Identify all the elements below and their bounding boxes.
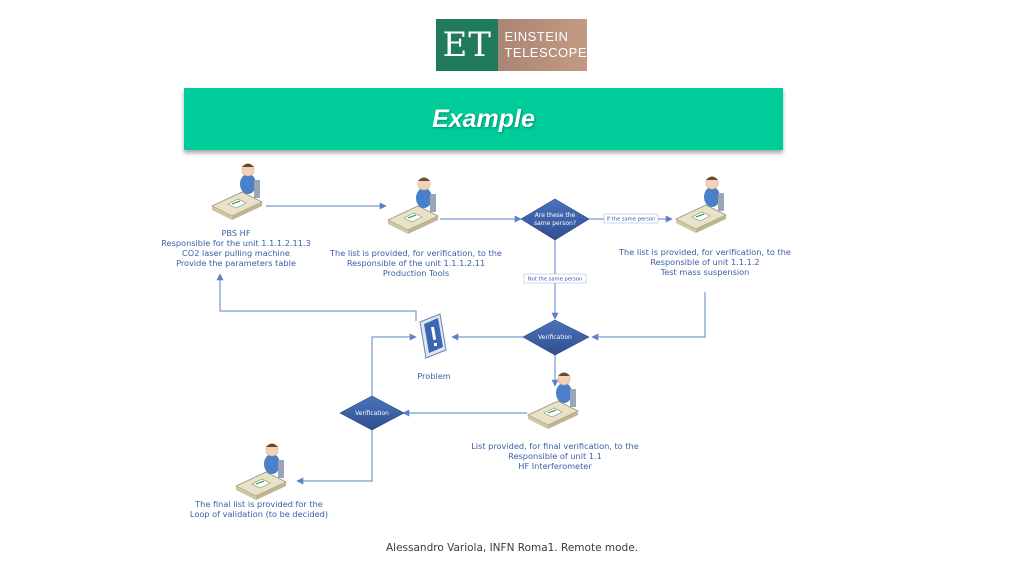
caption-verify1-line2: Responsible of the unit 1.1.1.2.11 [347, 258, 485, 268]
worker-verify2-icon [675, 176, 727, 234]
logo-line1: EINSTEIN [504, 29, 569, 44]
decision-verification-left-label: Verification [355, 410, 389, 417]
caption-verify2-line2: Responsible of unit 1.1.1.2 [650, 257, 759, 267]
edge-label-if-same: If the same person [603, 213, 659, 224]
logo-line2: TELESCOPE [504, 45, 587, 60]
decision-same-person: Are these the same person? [520, 198, 590, 241]
edge-verify2-verification [591, 292, 706, 341]
caption-pbs-line1: PBS HF [221, 228, 250, 238]
caption-problem: Problem [417, 371, 450, 381]
edge-label-not-same: Not the same person [523, 273, 587, 284]
worker-verify1-icon [387, 177, 439, 235]
caption-verify1-line1: The list is provided, for verification, … [329, 248, 502, 258]
worker-finallist-icon [235, 443, 287, 501]
caption-verify1: The list is provided, for verification, … [329, 248, 502, 278]
decision-verification-mid: Verification [522, 319, 590, 356]
caption-final-list-line2: Loop of validation (to be decided) [190, 509, 328, 519]
caption-final-verify-line3: HF Interferometer [518, 461, 592, 471]
caption-verify2: The list is provided, for verification, … [618, 247, 791, 277]
problem-warning-icon [419, 313, 447, 359]
caption-verify2-line3: Test mass suspension [660, 267, 750, 277]
caption-final-list-line1: The final list is provided for the [194, 499, 323, 509]
decision-verification-left: Verification [339, 395, 405, 431]
caption-pbs-line3: CO2 laser pulling machine [182, 248, 290, 258]
logo-initials: ET [436, 19, 499, 71]
et-logo: ET EINSTEIN TELESCOPE [436, 19, 587, 71]
slide-title: Example [432, 104, 535, 133]
edge-label-not-same-text: Not the same person [528, 277, 582, 283]
edge-problem-pbs [216, 273, 417, 321]
title-banner: Example [184, 88, 783, 150]
caption-final-verify-line2: Responsible of unit 1.1 [508, 451, 602, 461]
decision-same-person-line2: same person? [534, 220, 576, 227]
caption-verify2-line1: The list is provided, for verification, … [618, 247, 791, 257]
caption-pbs-line4: Provide the parameters table [176, 258, 296, 268]
edge-verificationleft-finallist [296, 430, 373, 485]
caption-final-verify-line1: List provided, for final verification, t… [471, 441, 639, 451]
caption-final-list: The final list is provided for the Loop … [190, 499, 328, 519]
logo-words: EINSTEIN TELESCOPE [498, 19, 587, 71]
worker-pbs-icon [211, 163, 263, 221]
decision-verification-mid-label: Verification [538, 334, 572, 341]
caption-verify1-line3: Production Tools [383, 268, 449, 278]
caption-pbs-line2: Responsible for the unit 1.1.1.2.11.3 [161, 238, 311, 248]
caption-pbs: PBS HF Responsible for the unit 1.1.1.2.… [161, 228, 311, 268]
edge-label-if-same-text: If the same person [607, 217, 656, 223]
edge-verificationleft-problem [371, 333, 417, 396]
worker-finalverify-icon [527, 372, 579, 430]
decision-same-person-line1: Are these the [535, 212, 576, 219]
footer-credit: Alessandro Variola, INFN Roma1. Remote m… [385, 542, 638, 554]
caption-final-verify: List provided, for final verification, t… [471, 441, 639, 471]
